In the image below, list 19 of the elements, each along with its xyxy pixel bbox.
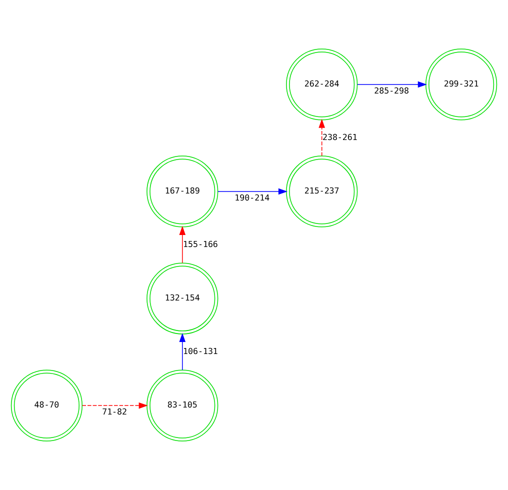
node-circle: 299-321: [425, 48, 498, 120]
edge-label: 190-214: [234, 192, 270, 202]
node-circle: 132-154: [146, 262, 218, 334]
arrow: [218, 188, 288, 195]
arrow: [179, 332, 186, 370]
arrow: [318, 118, 326, 156]
edge-label: 106-131: [183, 346, 218, 356]
arrow: [357, 81, 427, 88]
arrow: [82, 402, 148, 409]
edge-label: 155-166: [183, 239, 218, 250]
node-circle: 215-237: [286, 156, 358, 228]
node-circle: 167-189: [146, 156, 218, 228]
edge-label: 238-261: [322, 132, 358, 142]
edge-label: 71-82: [102, 406, 128, 416]
edge-label: 285-298: [374, 85, 410, 96]
node-circle: 48-70: [10, 370, 83, 442]
arrow: [179, 226, 186, 264]
node-circle: 262-284: [286, 48, 358, 120]
node-circle: 83-105: [146, 370, 218, 442]
